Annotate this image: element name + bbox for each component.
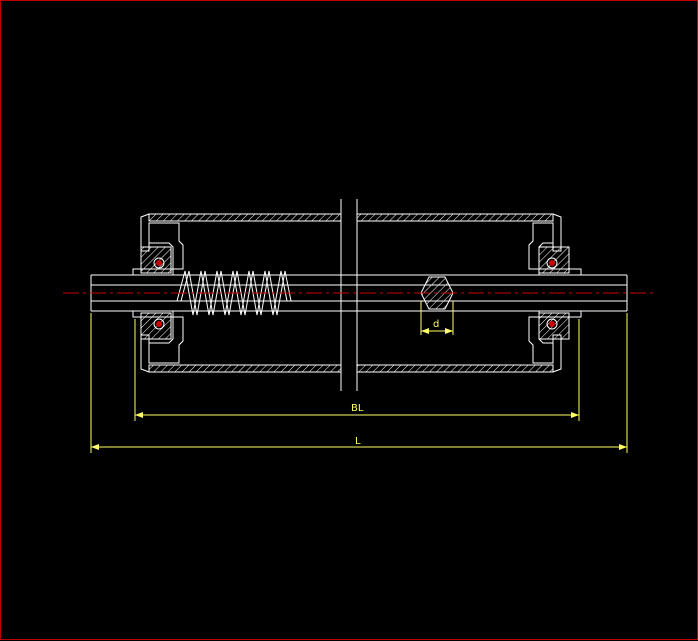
dimension-label-d: d [433, 319, 439, 330]
bearing-balls [153, 257, 558, 330]
dimension-arrows [91, 328, 627, 450]
dimension-label-bl: BL [351, 403, 364, 414]
dimensions [90, 301, 628, 453]
spring [176, 270, 292, 316]
right-end-cap [528, 213, 582, 373]
left-end-cap [132, 213, 184, 373]
dimension-label-l: L [355, 436, 361, 447]
section-break [340, 199, 358, 391]
shaft [90, 274, 628, 312]
